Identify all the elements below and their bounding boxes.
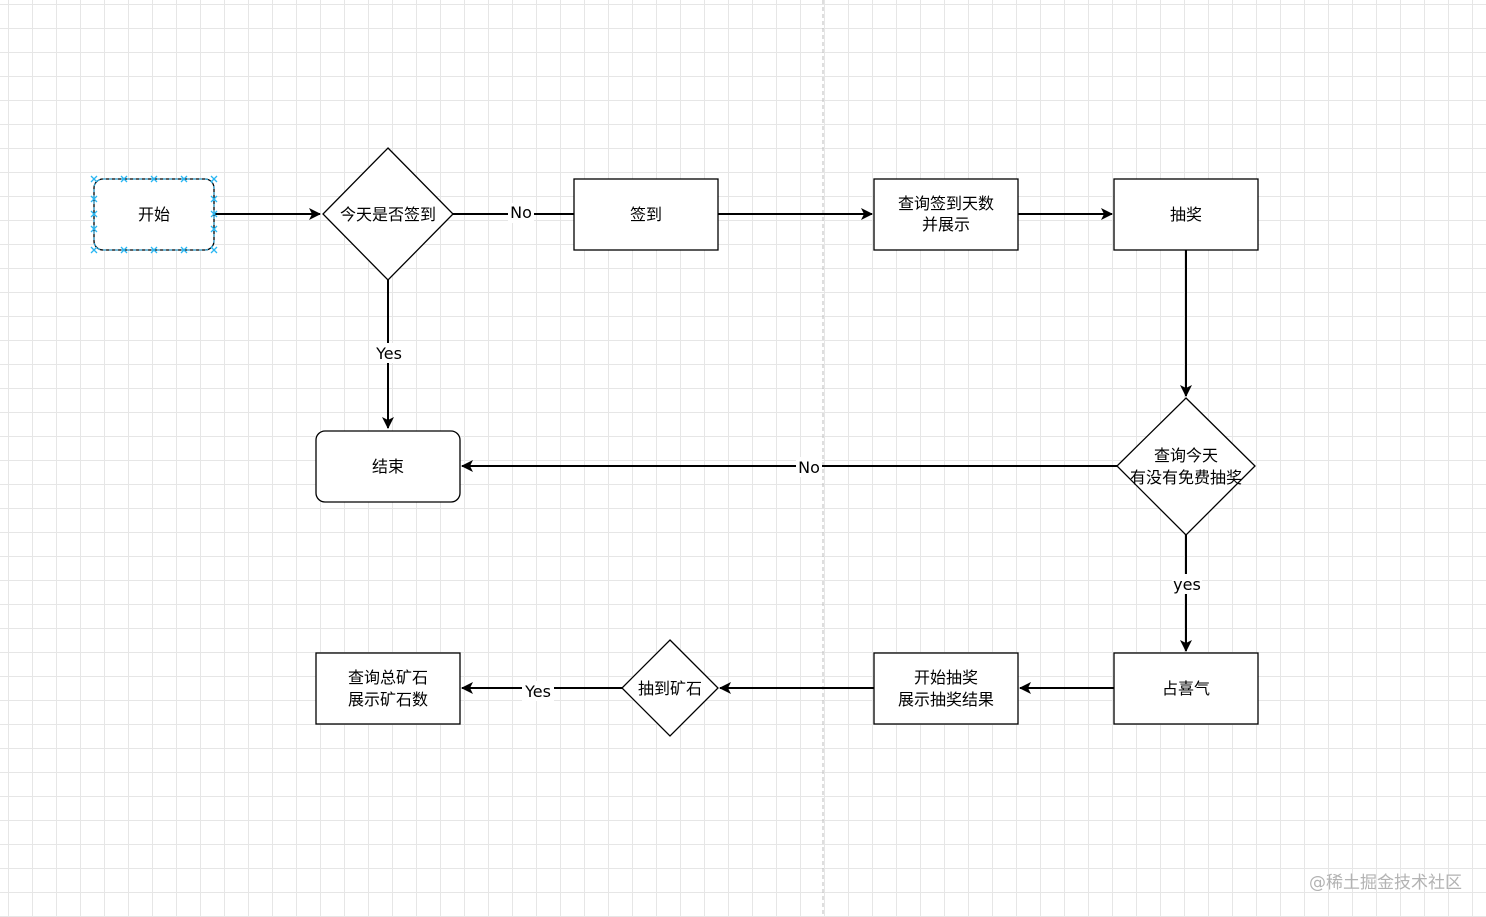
node-show-signin-days[interactable]: 查询签到天数 并展示 — [873, 178, 1019, 251]
node-check-signin-today[interactable]: 今天是否签到 — [322, 147, 454, 281]
node-got-ore-label: 抽到矿石 — [638, 679, 702, 698]
node-sign-in-label: 签到 — [630, 205, 662, 224]
edge-label-yes-1-text: Yes — [375, 344, 402, 363]
edge-label-no-1-text: No — [510, 203, 532, 222]
node-check-free-lottery-line1: 查询今天 — [1154, 446, 1218, 465]
node-show-total-ore[interactable]: 查询总矿石 展示矿石数 — [315, 652, 461, 725]
node-lottery[interactable]: 抽奖 — [1113, 178, 1259, 251]
node-show-signin-days-line1: 查询签到天数 — [898, 194, 994, 213]
node-show-signin-days-line2: 并展示 — [922, 215, 970, 234]
node-end-label: 结束 — [372, 457, 404, 476]
edge-label-yes-3-text: Yes — [524, 682, 551, 701]
node-check-free-lottery[interactable]: 查询今天 有没有免费抽奖 — [1116, 397, 1256, 536]
edge-label-no-2: No — [796, 457, 822, 477]
node-sign-in[interactable]: 签到 — [573, 178, 719, 251]
node-start-label: 开始 — [138, 205, 170, 224]
node-show-total-ore-line1: 查询总矿石 — [348, 668, 428, 687]
edge-label-yes-2: yes — [1172, 574, 1202, 594]
node-start[interactable]: 开始 — [93, 178, 215, 251]
node-start-lottery-line2: 展示抽奖结果 — [898, 690, 994, 709]
node-start-lottery-line1: 开始抽奖 — [914, 668, 978, 687]
node-check-signin-today-label: 今天是否签到 — [340, 205, 436, 224]
node-check-free-lottery-line2: 有没有免费抽奖 — [1130, 468, 1242, 487]
node-end[interactable]: 结束 — [315, 430, 461, 503]
edge-labels: No Yes No yes Yes — [373, 203, 1202, 701]
node-good-luck[interactable]: 占喜气 — [1113, 652, 1259, 725]
selection-handles[interactable] — [90, 175, 218, 254]
node-good-luck-label: 占喜气 — [1162, 679, 1210, 698]
edge-label-no-2-text: No — [798, 458, 820, 477]
edge-label-yes-2-text: yes — [1173, 575, 1201, 594]
node-show-total-ore-line2: 展示矿石数 — [348, 690, 428, 709]
edge-label-yes-3: Yes — [522, 681, 554, 701]
edge-label-yes-1: Yes — [373, 343, 405, 363]
edge-label-no-1: No — [508, 203, 534, 223]
node-got-ore[interactable]: 抽到矿石 — [621, 639, 719, 737]
watermark: @稀土掘金技术社区 — [1309, 873, 1462, 893]
node-start-lottery[interactable]: 开始抽奖 展示抽奖结果 — [873, 652, 1019, 725]
node-lottery-label: 抽奖 — [1170, 205, 1202, 224]
